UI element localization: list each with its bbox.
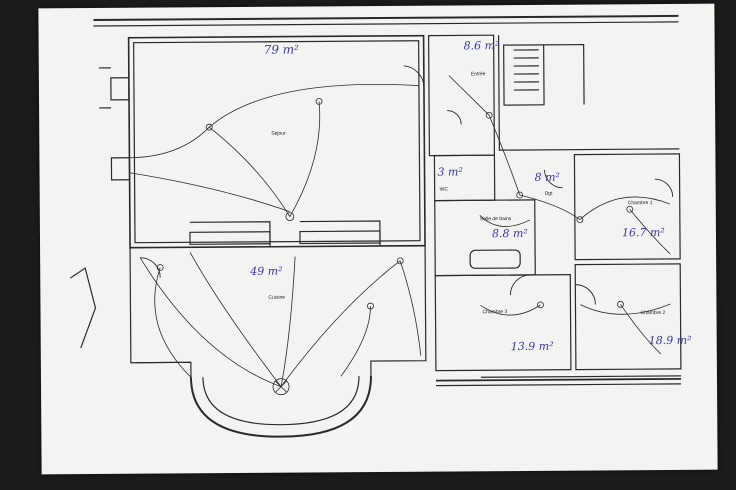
room-area-chambre-3: 13.9 m² bbox=[511, 340, 554, 353]
door-swings bbox=[140, 65, 674, 305]
room-label-entree: Entrée bbox=[471, 71, 486, 77]
room-label-salle-de-bains: Salle de bains bbox=[480, 216, 512, 222]
room-label-dgt: Dgt bbox=[545, 191, 553, 197]
room-area-wc: 3 m² bbox=[437, 165, 462, 178]
room-label-chambre-3: Chambre 3 bbox=[482, 309, 507, 315]
wiring-arcs bbox=[129, 75, 671, 388]
room-area-salle-de-bains: 8.8 m² bbox=[492, 227, 528, 240]
room-label-cuisine: Cuisine bbox=[268, 295, 285, 301]
room-label-wc: WC bbox=[440, 187, 449, 193]
room-label-sejour: Séjour bbox=[271, 131, 286, 137]
room-label-chambre-1: Chambre 1 bbox=[628, 200, 653, 206]
room-area-cuisine: 49 m² bbox=[249, 265, 282, 278]
floor-plan-drawing: 79 m² 49 m² 8.6 m² 3 m² 8 m² 8.8 m² 16.7… bbox=[69, 14, 692, 438]
room-area-entree: 8.6 m² bbox=[464, 39, 500, 52]
room-area-sejour: 79 m² bbox=[264, 43, 300, 57]
walls bbox=[69, 14, 682, 438]
paper-sheet: 79 m² 49 m² 8.6 m² 3 m² 8 m² 8.8 m² 16.7… bbox=[38, 3, 718, 475]
room-area-dgt: 8 m² bbox=[535, 171, 560, 184]
fixture-symbols bbox=[156, 98, 634, 396]
room-area-chambre-2: 18.9 m² bbox=[649, 334, 692, 347]
room-area-chambre-1: 16.7 m² bbox=[622, 226, 665, 239]
room-label-chambre-2: Chambre 2 bbox=[641, 310, 666, 316]
